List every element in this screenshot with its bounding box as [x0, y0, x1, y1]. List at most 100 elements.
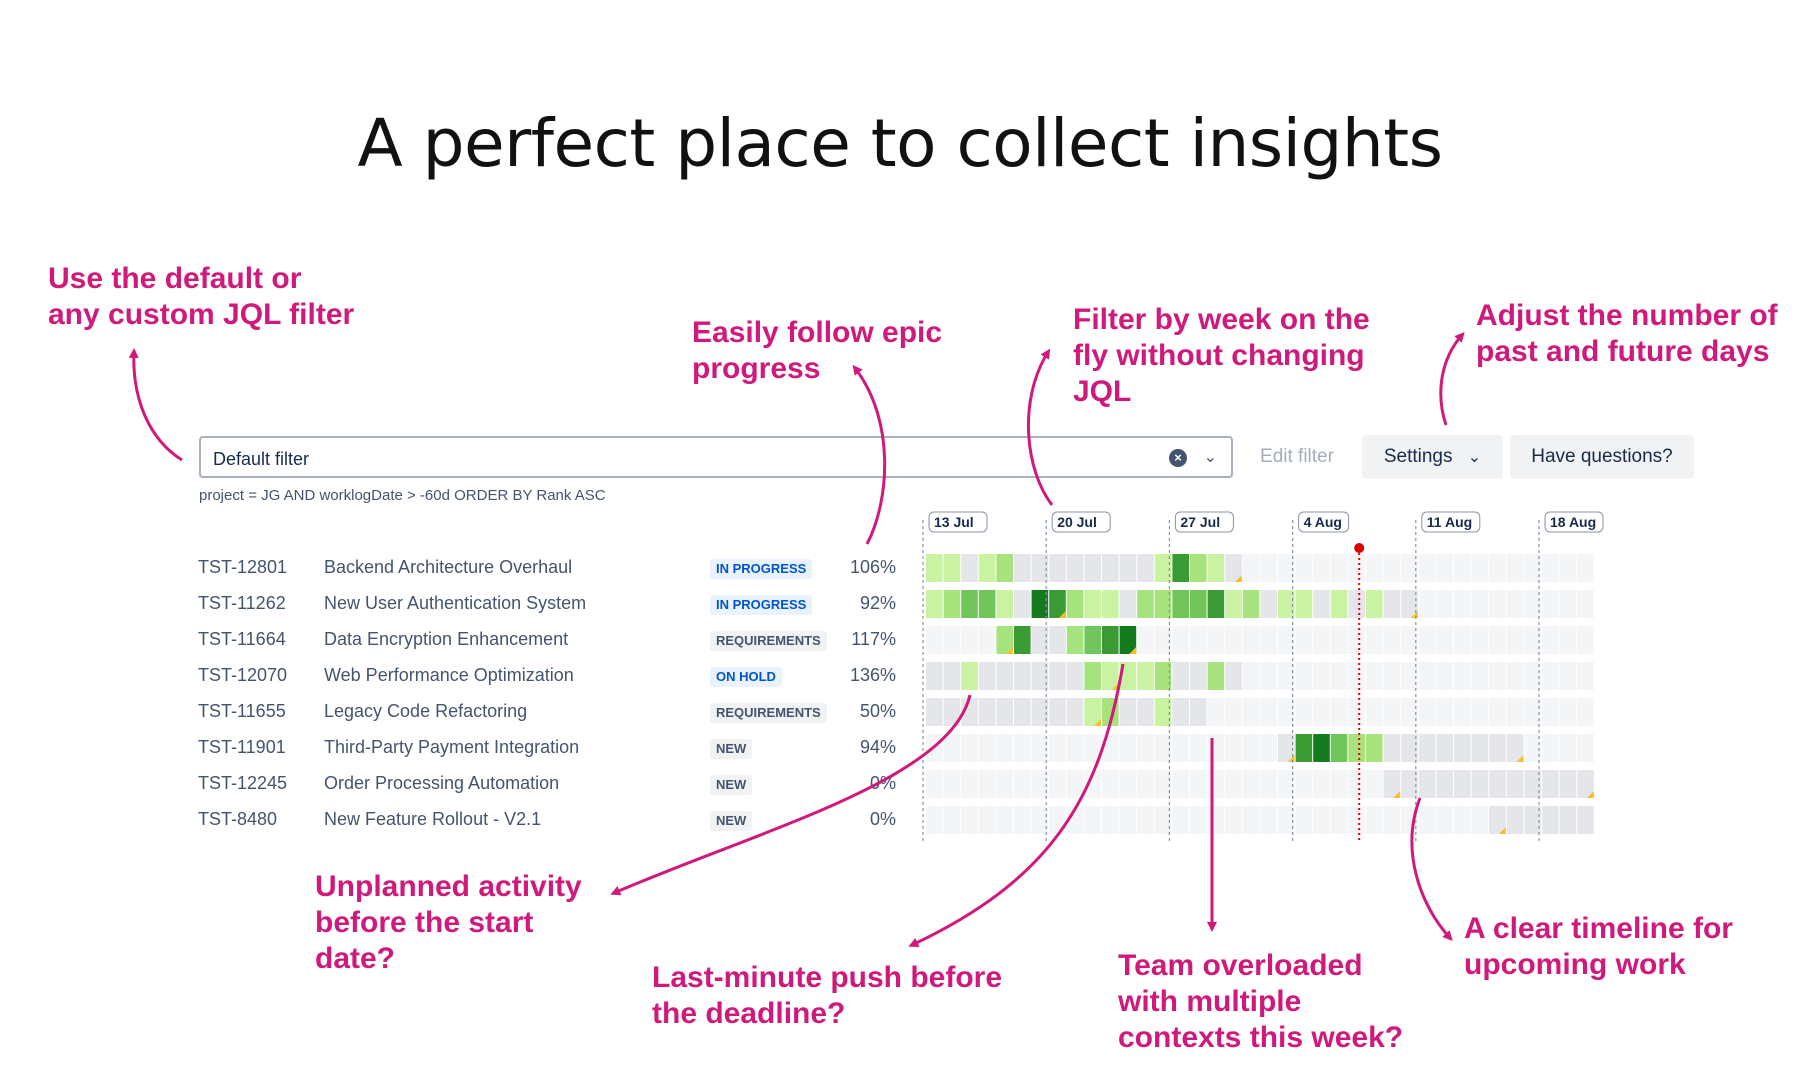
epic-key[interactable]: TST-11664	[198, 629, 286, 649]
have-questions-button[interactable]: Have questions?	[1510, 435, 1694, 479]
week-chip	[1421, 511, 1481, 533]
epic-name[interactable]: Third-Party Payment Integration	[324, 737, 580, 757]
heatmap-cell	[1172, 698, 1189, 726]
heatmap-cell	[1014, 662, 1031, 690]
heatmap-cell	[1225, 554, 1242, 582]
arrow-last-minute	[908, 663, 1125, 947]
heatmap-cell	[1454, 806, 1471, 834]
heatmap-cell	[1489, 806, 1506, 834]
edit-filter-button[interactable]: Edit filter	[1240, 435, 1354, 479]
heatmap-cell	[1436, 590, 1453, 618]
heatmap-cell	[1295, 698, 1313, 726]
arrow-adjust-days	[1439, 331, 1465, 426]
heatmap-cell	[1172, 770, 1189, 798]
heatmap-cell	[1242, 554, 1260, 582]
heatmap-cell	[978, 554, 996, 582]
heatmap-cell	[1084, 662, 1101, 690]
week-chip	[1174, 511, 1234, 533]
epic-name[interactable]: Data Encryption Enhancement	[324, 629, 569, 649]
heatmap-cell	[1506, 806, 1524, 834]
epic-name[interactable]: Backend Architecture Overhaul	[324, 557, 573, 577]
heatmap-cell	[1506, 626, 1524, 654]
heatmap-cell	[1049, 662, 1066, 690]
heatmap-cell	[978, 734, 996, 762]
heatmap-cell	[1418, 626, 1436, 654]
heatmap-cell	[1577, 806, 1594, 834]
heatmap-cell	[1049, 698, 1066, 726]
heatmap-cell	[1383, 626, 1401, 654]
heatmap-cell	[1401, 770, 1418, 798]
heatmap-cell	[1489, 770, 1506, 798]
heatmap-cell	[1295, 734, 1313, 762]
epic-key[interactable]: TST-11262	[198, 593, 286, 613]
heatmap-cell	[1401, 554, 1418, 582]
heatmap-cell	[1049, 590, 1066, 618]
heatmap-cell	[1102, 554, 1119, 582]
epic-key[interactable]: TST-12801	[198, 557, 288, 577]
heatmap-cell	[943, 806, 961, 834]
heatmap-cell	[1084, 554, 1101, 582]
heatmap-cell	[1524, 770, 1541, 798]
week-label: 11 Aug	[1427, 514, 1472, 530]
epic-name[interactable]: Web Performance Optimization	[324, 665, 574, 685]
epic-name[interactable]: New User Authentication System	[324, 593, 587, 613]
heatmap-cell	[1049, 734, 1066, 762]
epic-key[interactable]: TST-8480	[198, 809, 278, 829]
epic-key[interactable]: TST-11655	[198, 701, 286, 721]
heatmap-cell	[1014, 554, 1031, 582]
heatmap-cell	[1471, 806, 1489, 834]
heatmap-cell	[1348, 806, 1365, 834]
heatmap-cell	[1154, 662, 1172, 690]
heatmap-cell	[1471, 590, 1489, 618]
heatmap-cell	[1401, 626, 1418, 654]
epic-name[interactable]: New Feature Rollout - V2.1	[324, 809, 542, 829]
heatmap-cell	[1454, 734, 1471, 762]
epic-key[interactable]: TST-12245	[198, 773, 288, 793]
heatmap-cell	[1313, 626, 1330, 654]
heatmap-cell	[961, 590, 978, 618]
epic-name[interactable]: Legacy Code Refactoring	[324, 701, 528, 721]
status-badge: REQUIREMENTS	[710, 631, 827, 651]
jql-query: project = JG AND worklogDate > -60d ORDE…	[199, 487, 606, 504]
filter-select[interactable]: Default filter × ⌄	[199, 436, 1233, 478]
heatmap-cell	[1278, 662, 1295, 690]
clear-icon[interactable]: ×	[1169, 449, 1187, 467]
heatmap-cell	[1014, 806, 1031, 834]
heatmap-cell	[1524, 590, 1541, 618]
heatmap-cell	[1066, 662, 1084, 690]
heatmap-cell	[1454, 698, 1471, 726]
heatmap-cell	[1348, 698, 1365, 726]
epic-key[interactable]: TST-11901	[198, 737, 286, 757]
heatmap-cell	[1225, 806, 1242, 834]
heatmap-cell	[978, 662, 996, 690]
arrow-jql-filter	[128, 348, 183, 462]
page-title: A perfect place to collect insights	[357, 105, 1443, 182]
note-unplanned-activity: Unplanned activity before the start date…	[315, 870, 582, 975]
heatmap-cell	[1260, 806, 1277, 834]
epic-name[interactable]: Order Processing Automation	[324, 773, 560, 793]
heatmap-cell	[1436, 662, 1453, 690]
status-badge: NEW	[710, 775, 753, 795]
heatmap-cell	[1506, 734, 1524, 762]
chevron-down-icon[interactable]: ⌄	[1203, 449, 1217, 466]
heatmap-cell	[1066, 698, 1084, 726]
heatmap-cell	[1278, 626, 1295, 654]
heatmap-cell	[1225, 590, 1242, 618]
heatmap-cell	[1295, 554, 1313, 582]
heatmap-cell	[1102, 734, 1119, 762]
heatmap-cell	[1506, 698, 1524, 726]
epic-key[interactable]: TST-12070	[198, 665, 288, 685]
heatmap-cell	[1207, 734, 1225, 762]
week-chip	[1051, 511, 1111, 533]
heatmap-cell	[1436, 626, 1453, 654]
heatmap-cell	[1524, 626, 1541, 654]
heatmap-cell	[1066, 590, 1084, 618]
heatmap-cell	[1313, 770, 1330, 798]
heatmap-cell	[1242, 734, 1260, 762]
settings-button[interactable]: Settings ⌄	[1362, 435, 1503, 479]
heatmap-cell	[926, 662, 943, 690]
heatmap-cell	[1366, 662, 1383, 690]
heatmap-cell	[1190, 734, 1207, 762]
heatmap-cell	[1119, 554, 1137, 582]
heatmap-cell	[1066, 770, 1084, 798]
